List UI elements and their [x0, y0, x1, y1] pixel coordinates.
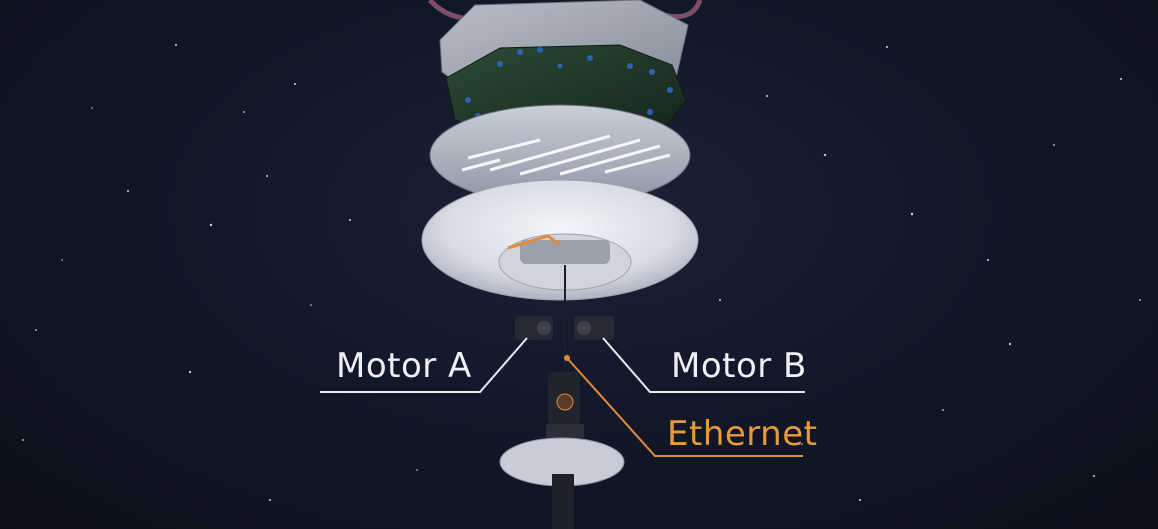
ethernet-leader [566, 357, 803, 457]
motor-b-label: Motor B [671, 346, 807, 386]
star-field [22, 44, 1141, 501]
mast-pole [552, 474, 574, 529]
mast-pivot [556, 393, 574, 411]
motor-b-leader [602, 337, 805, 393]
mast-collar [546, 424, 584, 438]
ethernet-point [564, 355, 570, 361]
motor-b-icon [574, 316, 614, 340]
motor-a-icon [515, 316, 553, 340]
plate-slots [461, 134, 671, 176]
motor-a-label: Motor A [336, 346, 472, 386]
orange-wire [507, 234, 561, 250]
ethernet-label: Ethernet [667, 414, 818, 454]
dish-mount [520, 240, 610, 264]
motor-a-leader [320, 337, 528, 393]
